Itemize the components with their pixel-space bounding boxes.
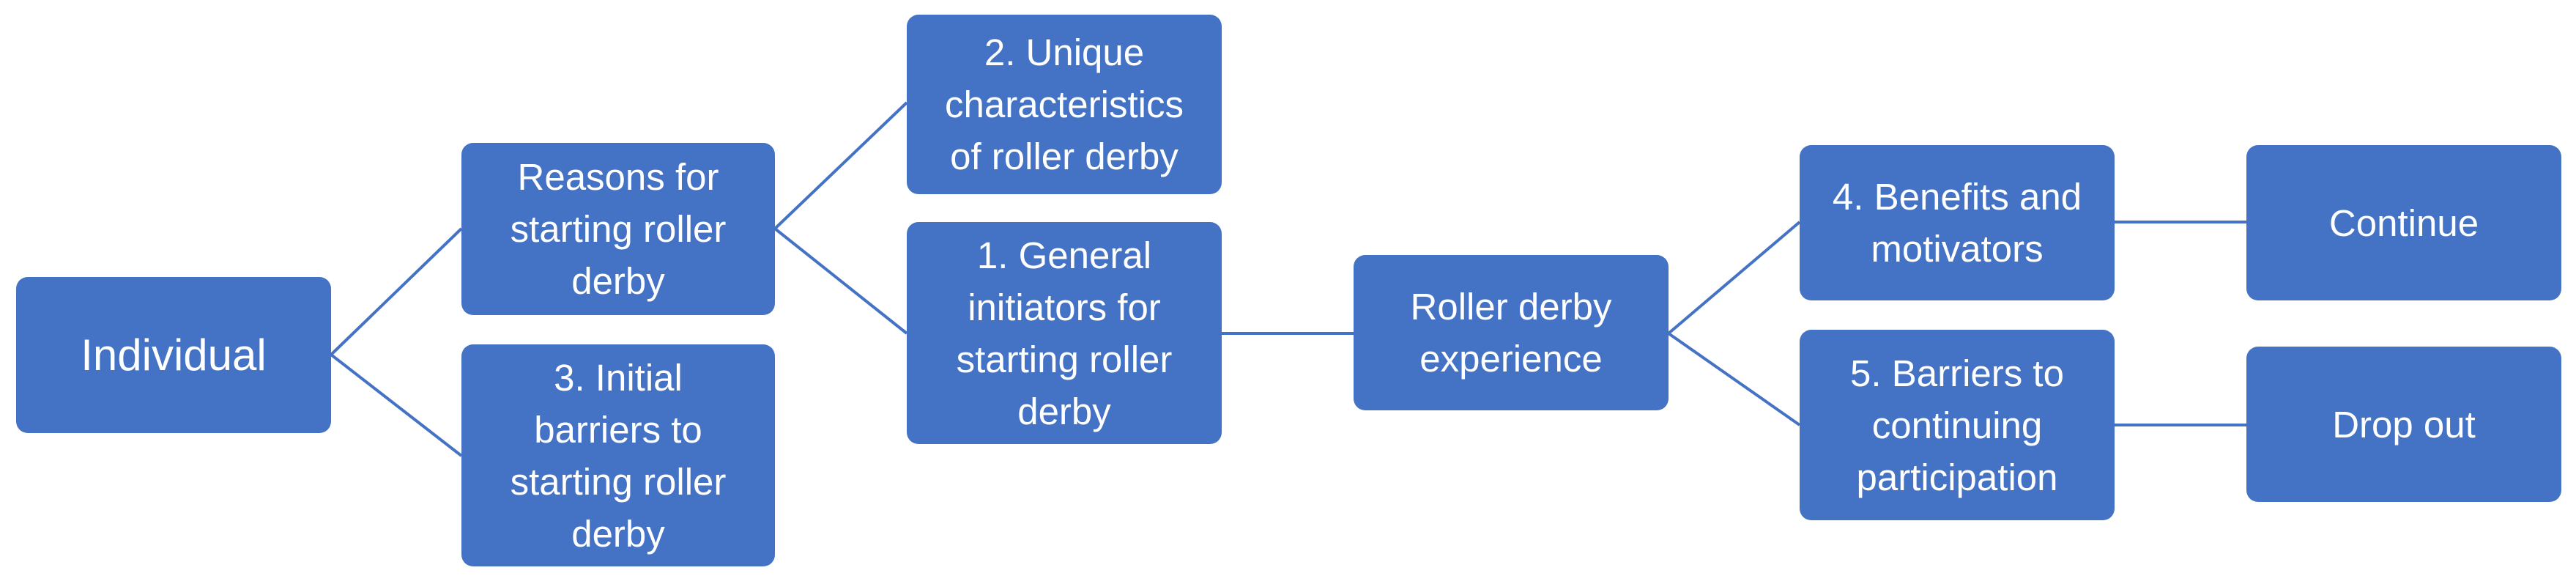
node-general-initiators: 1. General initiators for starting rolle… bbox=[907, 222, 1222, 444]
connector-reasons-unique-characteristics bbox=[773, 101, 908, 230]
connector-experience-barriers-continuing bbox=[1667, 332, 1801, 426]
node-initial-barriers: 3. Initial barriers to starting roller d… bbox=[461, 344, 775, 566]
node-continue: Continue bbox=[2246, 145, 2561, 300]
node-reasons-for-starting: Reasons for starting roller derby bbox=[461, 143, 775, 315]
connector-experience-benefits bbox=[1667, 221, 1801, 335]
node-roller-derby-experience: Roller derby experience bbox=[1354, 255, 1669, 410]
node-drop-out: Drop out bbox=[2246, 347, 2561, 502]
connector-individual-reasons bbox=[330, 227, 463, 356]
connector-reasons-general-initiators bbox=[773, 227, 908, 335]
connector-individual-initial-barriers bbox=[330, 353, 463, 457]
node-barriers-to-continuing: 5. Barriers to continuing participation bbox=[1800, 330, 2115, 520]
node-benefits-and-motivators: 4. Benefits and motivators bbox=[1800, 145, 2115, 300]
node-unique-characteristics: 2. Unique characteristics of roller derb… bbox=[907, 15, 1222, 194]
node-individual: Individual bbox=[16, 277, 331, 433]
